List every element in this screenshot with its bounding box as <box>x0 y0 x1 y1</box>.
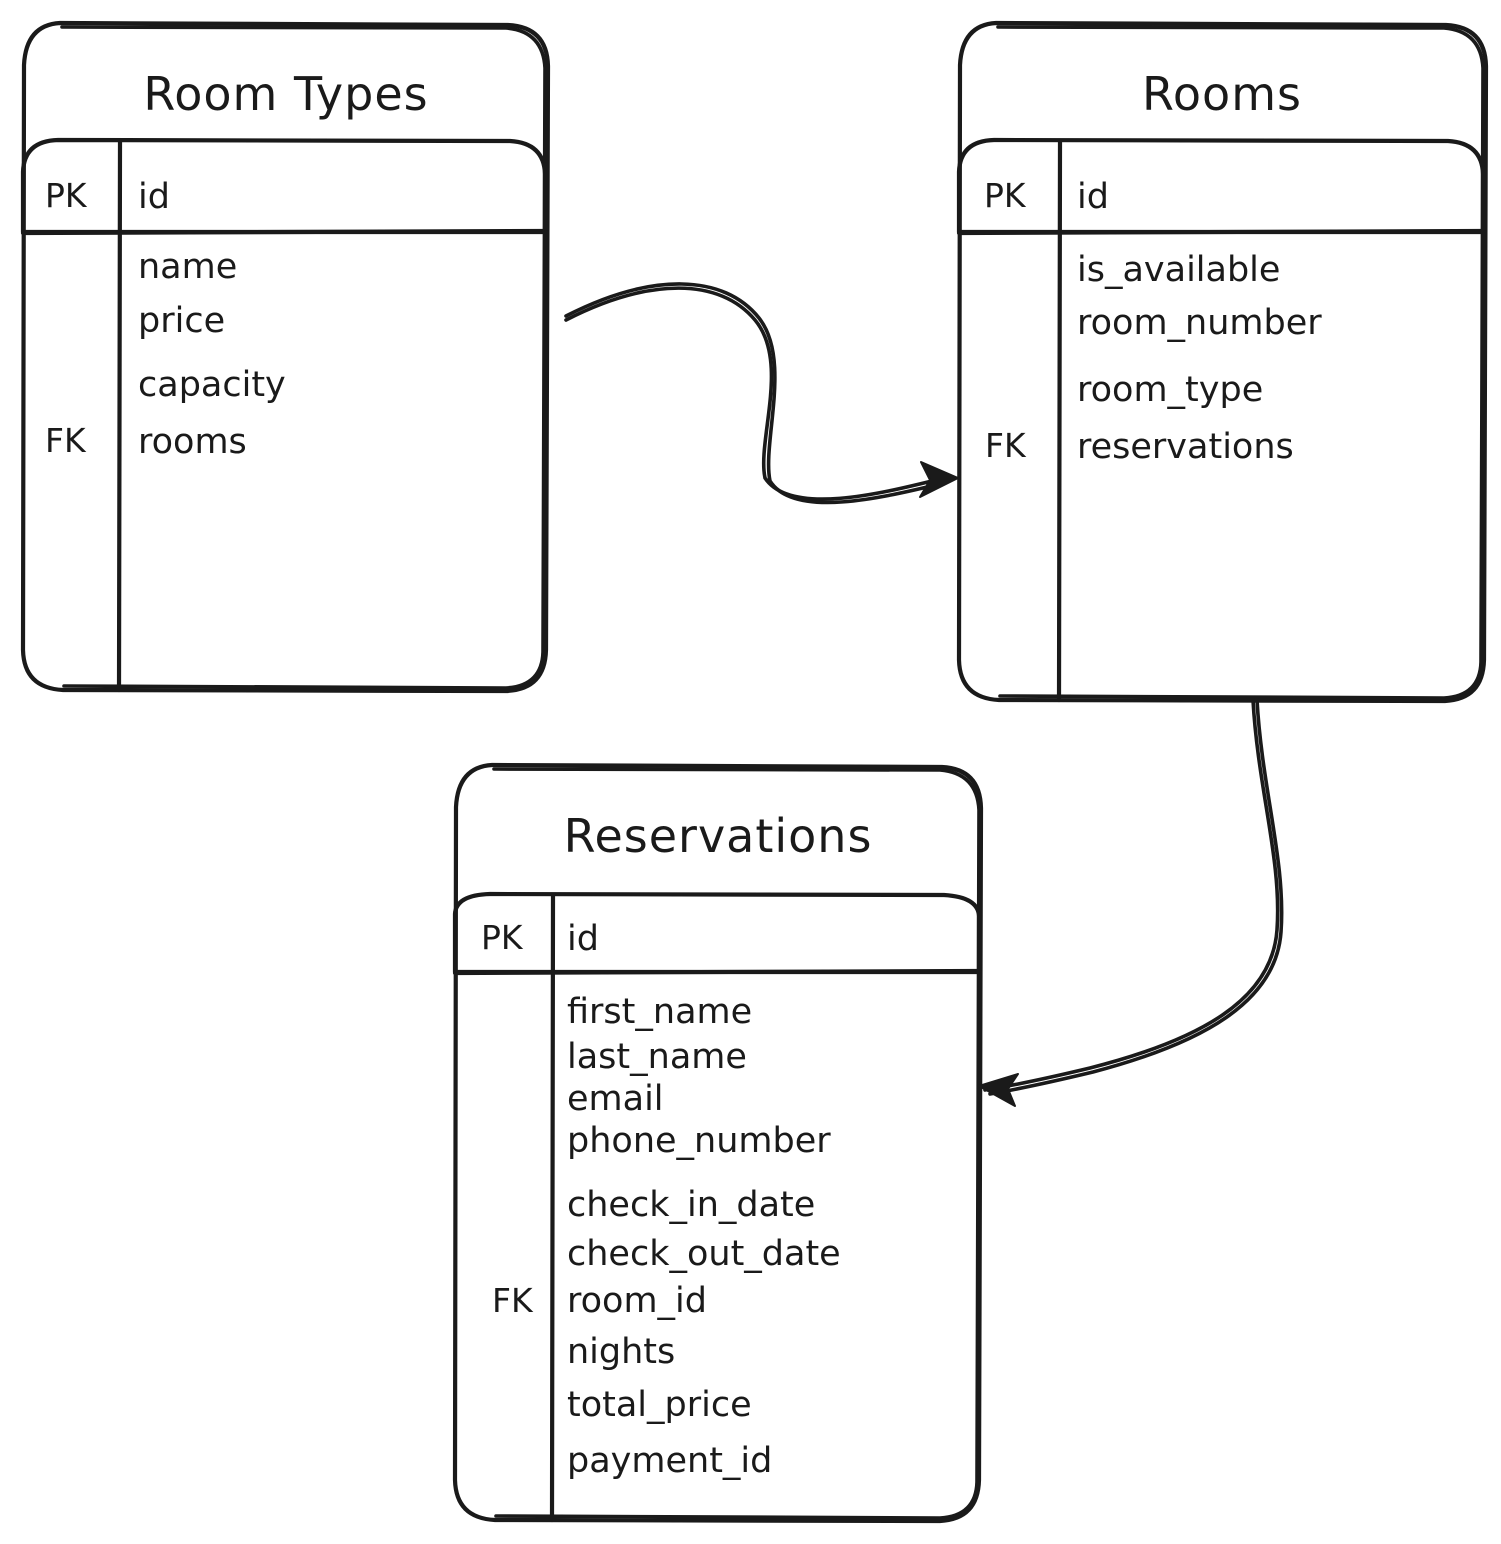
relationship-room-types-to-rooms-line <box>564 286 942 501</box>
entity-reservations-attr-room-id: room_id <box>567 1281 707 1321</box>
entity-reservations-pk-divider <box>452 968 982 976</box>
relationship-rooms-to-reservations-line-2 <box>988 698 1284 1096</box>
entity-reservations-outline-2 <box>492 767 981 1520</box>
entity-rooms-outline-2 <box>996 25 1485 700</box>
entity-room-types-key-column-divider <box>116 139 123 693</box>
entity-room-types-pk-field: id <box>138 177 170 217</box>
relationship-room-types-to-rooms-line-2 <box>564 282 946 505</box>
entity-reservations-pk-key: PK <box>481 918 524 957</box>
entity-reservations-attr-check-out-date: check_out_date <box>567 1234 841 1274</box>
relationship-rooms-to-reservations-arrowhead <box>978 1073 1019 1107</box>
entity-room-types-fk-key: FK <box>45 421 87 460</box>
entity-rooms-attr-is-available: is_available <box>1077 250 1280 290</box>
entity-rooms-attr-room-type: room_type <box>1077 370 1263 410</box>
relationship-room-types-to-rooms-arrowhead <box>919 461 959 498</box>
entity-reservations-pk-field: id <box>567 919 599 959</box>
entity-rooms-attr-room-number: room_number <box>1077 303 1322 343</box>
entity-reservations-attr-nights: nights <box>567 1332 675 1372</box>
entity-rooms[interactable]: Rooms PK id is_available room_number roo… <box>956 20 1489 704</box>
entity-reservations-attr-email: email <box>567 1079 664 1119</box>
entity-room-types-outline-2 <box>60 25 547 690</box>
entity-reservations-outline <box>452 762 984 1524</box>
entity-room-types-attr-rooms: rooms <box>138 422 247 462</box>
entity-room-types-title: Room Types <box>143 67 428 121</box>
relationship-rooms-to-reservations[interactable] <box>978 698 1284 1107</box>
entity-reservations-pk-row-box <box>452 891 982 975</box>
entity-room-types-pk-key: PK <box>45 176 88 215</box>
entity-reservations-fk-key: FK <box>492 1281 534 1320</box>
entity-reservations-attr-total-price: total_price <box>567 1385 752 1425</box>
entity-reservations-attr-first-name: first_name <box>567 992 752 1032</box>
entity-room-types-pk-row-box <box>20 137 548 235</box>
entity-rooms-pk-field: id <box>1077 177 1109 217</box>
entity-reservations[interactable]: Reservations PK id first_name last_name … <box>452 762 984 1524</box>
entity-reservations-attr-payment-id: payment_id <box>567 1441 772 1481</box>
entity-rooms-key-column-divider <box>1056 139 1063 703</box>
entity-rooms-fk-key: FK <box>985 426 1027 465</box>
entity-room-types-attr-capacity: capacity <box>138 365 286 405</box>
entity-room-types-attr-name: name <box>138 247 237 287</box>
entity-room-types[interactable]: Room Types PK id name price capacity roo… <box>20 20 551 694</box>
entity-room-types-pk-divider <box>20 228 548 236</box>
entity-rooms-attr-reservations: reservations <box>1077 427 1294 467</box>
entity-room-types-attr-price: price <box>138 301 225 341</box>
relationship-room-types-to-rooms[interactable] <box>564 282 959 505</box>
entity-rooms-pk-divider <box>956 228 1486 236</box>
entity-reservations-attr-phone-number: phone_number <box>567 1121 831 1161</box>
entity-rooms-title: Rooms <box>1142 67 1302 121</box>
entity-rooms-outline <box>956 20 1489 704</box>
relationship-rooms-to-reservations-line <box>983 698 1280 1092</box>
entity-room-types-outline <box>20 20 551 694</box>
entity-reservations-key-column-divider <box>549 893 556 1523</box>
entity-reservations-attr-last-name: last_name <box>567 1037 747 1077</box>
entity-reservations-attr-check-in-date: check_in_date <box>567 1185 815 1225</box>
entity-rooms-pk-row-box <box>956 137 1486 235</box>
entity-rooms-pk-key: PK <box>984 176 1027 215</box>
entity-reservations-title: Reservations <box>564 809 873 863</box>
